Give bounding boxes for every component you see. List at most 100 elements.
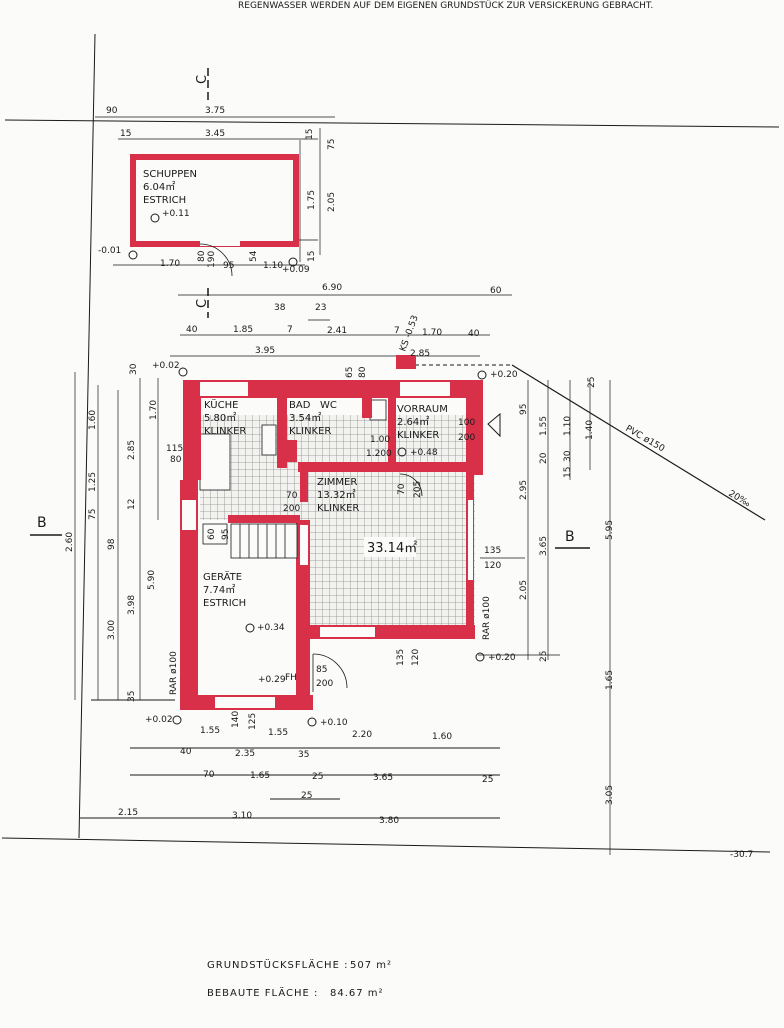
tool-room-area: 7.74㎡ xyxy=(203,584,235,596)
dimension-label: 115 xyxy=(166,444,183,454)
dimension-label: 1.70 xyxy=(160,259,180,269)
dimension-label: 40 xyxy=(468,329,480,339)
house-floors xyxy=(196,399,501,695)
dimension-label: 200 xyxy=(283,504,300,514)
dimension-label: 135 xyxy=(396,649,406,666)
level-mark: +0.10 xyxy=(320,718,348,728)
dimension-label: 35 xyxy=(298,750,309,760)
level-markers: -0.01 +0.09 +0.02 +0.20 +0.20 +0.02 +0.1… xyxy=(98,246,753,860)
dimension-label: 30 xyxy=(129,363,139,375)
dimension-label: 125 xyxy=(248,713,258,730)
dimension-label: 80 xyxy=(197,250,207,262)
dimension-label: 5.95 xyxy=(605,520,615,540)
kitchen-area: 5.80㎡ xyxy=(204,412,236,424)
section-c-top: C xyxy=(195,68,210,100)
dimension-label: 140 xyxy=(231,711,241,728)
dimension-label: 95 xyxy=(221,529,231,540)
room-labels: KÜCHE 5.80㎡ KLINKER BAD WC 3.54㎡ KLINKER… xyxy=(203,398,448,633)
dimension-label: 6.90 xyxy=(322,283,342,293)
dimension-label: 120 xyxy=(484,561,501,571)
level-mark: +0.20 xyxy=(490,370,518,380)
dimension-label: 3.10 xyxy=(232,811,252,821)
dimension-label: 60 xyxy=(490,286,502,296)
dimension-label: 75 xyxy=(88,509,98,520)
shed: SCHUPPEN 6.04㎡ ESTRICH +0.11 xyxy=(130,154,299,277)
pvc-label: PVC ø150 xyxy=(624,424,667,455)
shed-name: SCHUPPEN xyxy=(143,169,197,180)
section-label: C xyxy=(195,299,210,308)
drainage-pipe: PVC ø150 20‰ KS -0.53 RAR ø100 RAR ø100 … xyxy=(169,314,766,695)
wall-openings xyxy=(182,382,473,708)
reference-lines xyxy=(1,33,780,853)
level-mark: +0.02 xyxy=(152,361,180,371)
dimension-label: 25 xyxy=(539,651,549,662)
tool-room-name: GERÄTE xyxy=(203,570,242,583)
dimension-label: 3.00 xyxy=(107,620,117,640)
dimension-label: 1.60 xyxy=(432,732,452,742)
dimension-label: 1.40 xyxy=(585,420,595,440)
stairs xyxy=(202,523,298,559)
dimension-label: 38 xyxy=(274,303,286,313)
dimension-label: 2.95 xyxy=(519,480,529,500)
dimension-label: 25 xyxy=(482,775,493,785)
door-swings xyxy=(312,473,423,692)
dimension-label: 60 xyxy=(207,528,217,540)
dimension-label: 3.75 xyxy=(205,106,225,116)
dimension-label: 205 xyxy=(413,481,423,498)
dimension-label: 25 xyxy=(312,772,323,782)
dimension-label: 3.65 xyxy=(539,536,549,556)
dimension-label: 90 xyxy=(106,106,118,116)
dimension-label: 2.85 xyxy=(410,349,430,359)
footer-areas: GRUNDSTÜCKSFLÄCHE : 507 m² BEBAUTE FLÄCH… xyxy=(207,958,392,999)
kitchen-name: KÜCHE xyxy=(204,398,238,411)
level-mark: +0.29 xyxy=(258,675,286,685)
dimension-label: 70 xyxy=(286,491,298,501)
dimension-label: 120 xyxy=(411,649,421,666)
tool-room-floor: ESTRICH xyxy=(203,598,246,609)
dimension-label: 12 xyxy=(127,499,137,510)
dimension-label: 2.41 xyxy=(327,326,347,336)
dimension-label: 7 xyxy=(287,325,293,335)
dimension-label: 1.65 xyxy=(250,771,270,781)
section-c-mid: C xyxy=(195,288,210,318)
tool-room-level: +0.34 xyxy=(257,623,285,633)
dimension-label: 15 xyxy=(120,129,131,139)
dimension-label: 2.15 xyxy=(118,808,138,818)
dimension-label: 20 xyxy=(539,452,549,464)
dimension-label: 80 xyxy=(170,455,182,465)
dimension-label: 190 xyxy=(207,251,217,268)
dimension-texts: 90 3.75 15 3.45 15 75 1.75 2.05 15 1.70 … xyxy=(65,106,615,826)
dimension-label: 25 xyxy=(587,377,597,388)
section-label: C xyxy=(195,75,210,84)
built-area-label: BEBAUTE FLÄCHE : xyxy=(207,986,318,999)
dimension-label: 1.10 xyxy=(263,261,283,271)
dimension-label: 2.60 xyxy=(65,532,75,552)
plot-area-value: 507 m² xyxy=(350,960,392,971)
hall-name: VORRAUM xyxy=(397,404,448,415)
bath-area: 3.54㎡ xyxy=(289,412,321,424)
hall-area: 2.64㎡ xyxy=(397,416,429,428)
dimension-label: 1.00 xyxy=(370,435,390,445)
dimension-label: 54 xyxy=(249,250,259,262)
bath-name: BAD xyxy=(289,400,311,411)
built-area-value: 84.67 m² xyxy=(330,988,384,999)
dimension-label: 1.70 xyxy=(149,400,159,420)
dimension-label: 5.90 xyxy=(147,570,157,590)
level-mark: -0.01 xyxy=(98,246,121,256)
dimension-label: 1.85 xyxy=(233,325,253,335)
dimension-label: 3.05 xyxy=(605,785,615,805)
dimension-label: 1.200 xyxy=(366,449,392,459)
dimension-label: 25 xyxy=(301,791,312,801)
room-area: 13.32㎡ xyxy=(317,489,356,501)
plot-area-label: GRUNDSTÜCKSFLÄCHE : xyxy=(207,958,348,971)
dimension-label: 3.45 xyxy=(205,129,225,139)
section-label: B xyxy=(565,529,575,545)
dimension-label: 98 xyxy=(107,538,117,550)
dimension-label: 2.20 xyxy=(352,730,372,740)
level-mark: +0.20 xyxy=(488,653,516,663)
dimension-label: 75 xyxy=(327,139,337,150)
shed-floor: ESTRICH xyxy=(143,195,186,206)
dimension-label: 95 xyxy=(223,261,234,271)
dimension-label: 95 xyxy=(519,404,529,415)
